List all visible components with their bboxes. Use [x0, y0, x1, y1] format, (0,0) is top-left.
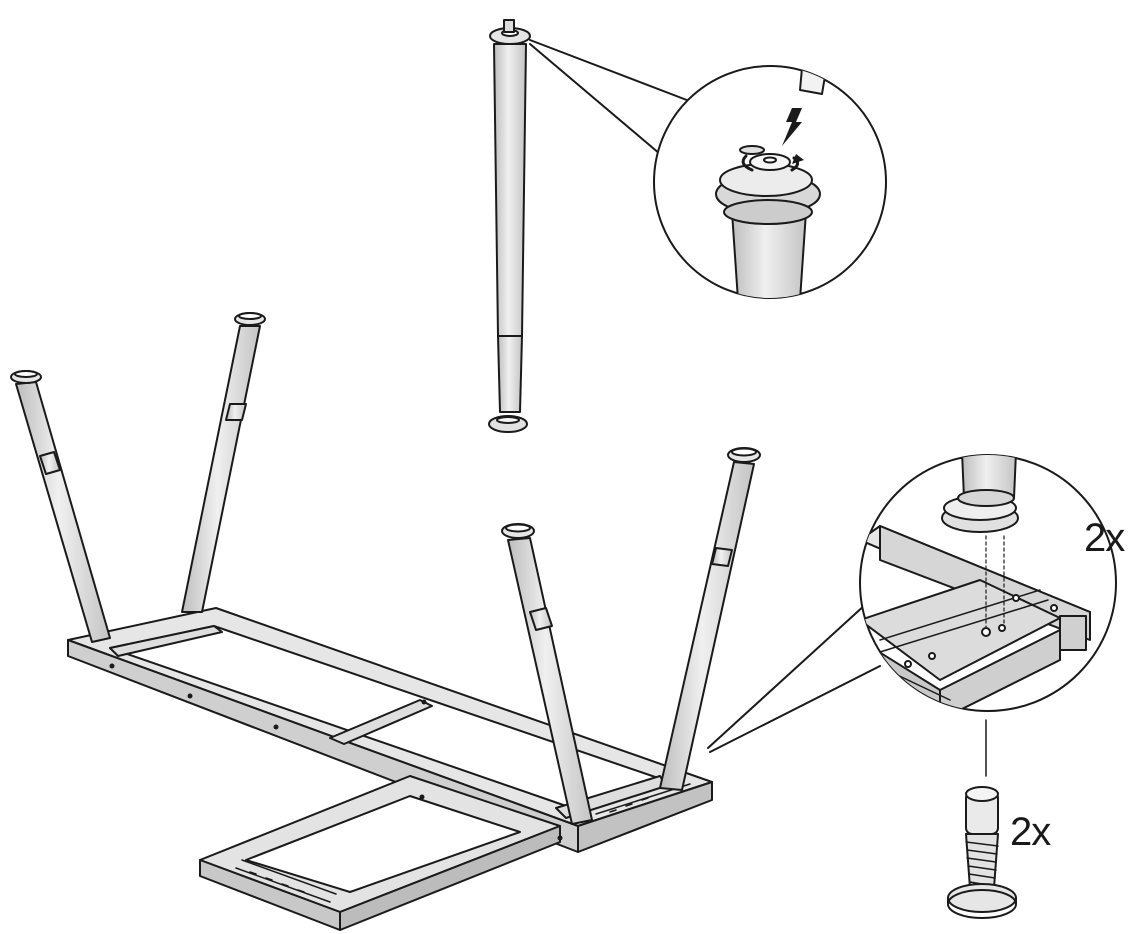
quantity-label-screw: 2x — [1010, 810, 1051, 854]
frame-crossbar-mid — [329, 699, 433, 745]
arrow-up-icon — [782, 108, 802, 146]
leg-back-right — [181, 312, 266, 613]
leg-front-right — [659, 447, 761, 791]
extension-opening — [245, 795, 521, 893]
screw-head — [947, 883, 1017, 913]
quantity-label-leg-foot: 2x — [1084, 516, 1125, 560]
leg-back-left — [10, 370, 111, 643]
extension-side — [339, 825, 561, 931]
frame-holes — [109, 663, 563, 841]
rotate-arrow-icon — [741, 154, 804, 172]
screw-icon — [799, 66, 831, 95]
detail-callout-right — [707, 454, 1117, 753]
leg-front-left — [501, 523, 593, 825]
detail-callout-top — [529, 39, 887, 299]
table-frame — [67, 607, 713, 931]
frame-crossbar-left — [109, 625, 223, 657]
screw-part — [947, 786, 1017, 919]
leg-detached — [488, 19, 531, 433]
frame-rail-side — [577, 781, 713, 853]
